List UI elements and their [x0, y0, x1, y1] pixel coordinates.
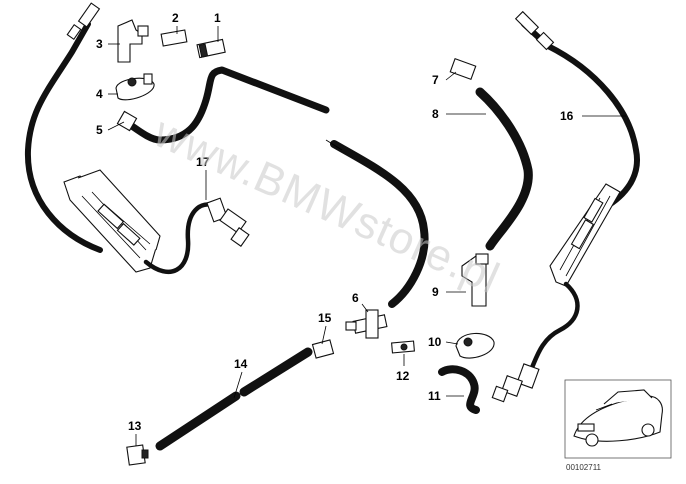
part-13-end-cap — [126, 444, 149, 466]
middle-long-hose — [325, 139, 429, 308]
part-6-t-connector — [345, 309, 388, 339]
part-1-connector — [196, 38, 226, 59]
part-5-hose-bend — [116, 66, 330, 144]
callout-17: 17 — [196, 155, 210, 169]
callout-9: 9 — [432, 285, 439, 299]
callout-12: 12 — [396, 369, 410, 383]
callout-1: 1 — [214, 11, 221, 25]
part-8-hose — [475, 87, 533, 251]
callout-10: 10 — [428, 335, 442, 349]
callout-14: 14 — [234, 357, 248, 371]
left-nozzle-assembly — [24, 2, 250, 274]
right-nozzle-assembly — [491, 10, 640, 403]
vehicle-thumbnail — [564, 379, 672, 459]
part-7-connector — [449, 57, 477, 81]
part-10-grommet — [455, 332, 495, 359]
part-2-sleeve — [160, 29, 188, 47]
part-4-grommet — [115, 73, 155, 101]
callout-7: 7 — [432, 73, 439, 87]
part-14-hose — [155, 347, 313, 451]
callout-15: 15 — [318, 311, 332, 325]
reference-number: 00102711 — [566, 463, 602, 472]
callout-13: 13 — [128, 419, 142, 433]
callout-11: 11 — [428, 389, 441, 403]
callout-2: 2 — [172, 11, 179, 25]
part-12-valve — [391, 340, 415, 354]
part-15-sleeve — [311, 339, 335, 359]
part-11-hose — [438, 365, 480, 414]
callout-labels: 1 2 3 4 5 6 7 8 9 10 11 12 13 14 15 16 1… — [96, 11, 574, 433]
callout-8: 8 — [432, 107, 439, 121]
callout-6: 6 — [352, 291, 359, 305]
part-3-elbow — [117, 19, 149, 63]
callout-16: 16 — [560, 109, 574, 123]
callout-5: 5 — [96, 123, 103, 137]
callout-leaders — [107, 26, 626, 446]
part-9-elbow — [461, 253, 489, 307]
callout-4: 4 — [96, 87, 103, 101]
callout-3: 3 — [96, 37, 103, 51]
